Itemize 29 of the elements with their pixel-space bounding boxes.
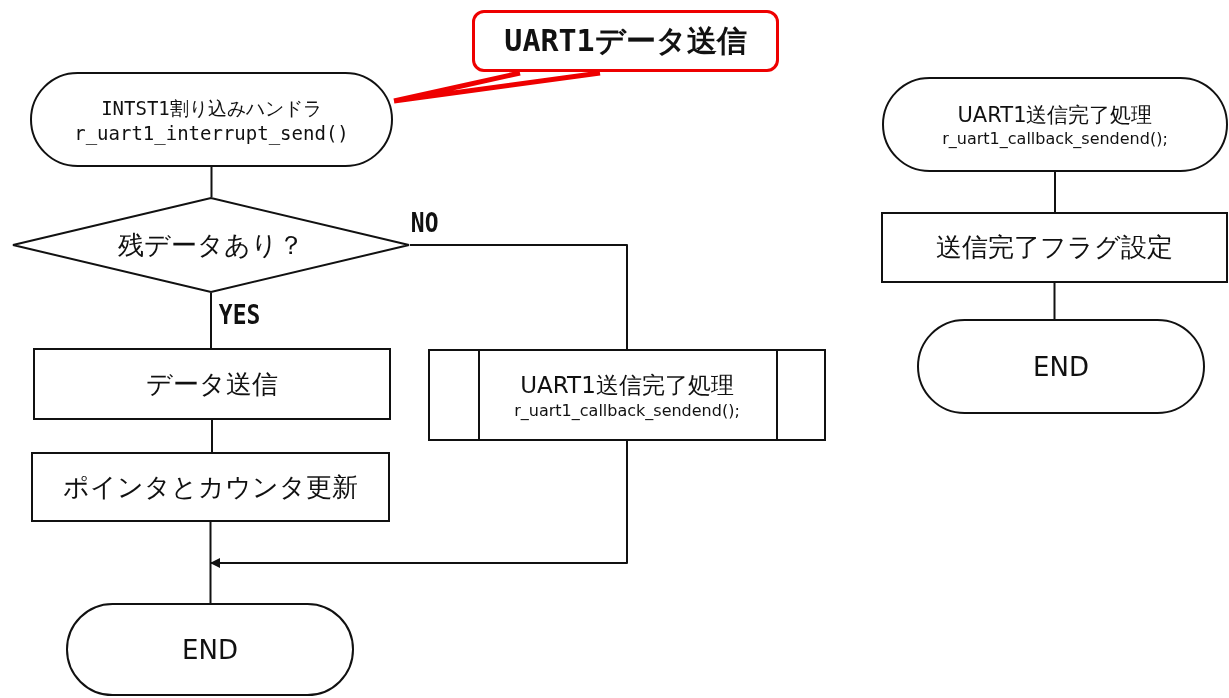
node-title: 送信完了フラグ設定 [936,231,1173,264]
connector-line [1054,171,1056,213]
connector-line [409,244,628,350]
connector-line [209,521,212,604]
node-title: UART1データ送信 [504,21,747,60]
process-box [881,212,1228,283]
node-title: END [182,634,238,665]
connector-line [210,166,213,198]
connector-line [1053,282,1056,320]
node-title: ポインタとカウンタ更新 [63,470,358,504]
subroutine-box [428,349,826,441]
function-name: r_uart1_callback_sendend(); [942,129,1168,148]
callout-box [472,10,779,72]
connector-line [210,292,212,349]
arrow [209,440,628,568]
process-box [33,348,391,420]
process-box [31,452,390,522]
terminal-box [882,77,1228,172]
node-title: UART1送信完了処理 [520,371,734,400]
node-title: 残データあり？ [118,228,304,262]
node-title: END [1033,351,1089,382]
node-title: UART1送信完了処理 [957,102,1153,129]
function-name: r_uart1_callback_sendend(); [514,401,740,420]
leader-line [391,70,603,104]
node-title: データ送信 [146,367,278,401]
node-title: INTST1割り込みハンドラ [101,95,322,121]
function-name: r_uart1_interrupt_send() [74,121,349,144]
connector-line [211,419,213,453]
decision-diamond [12,197,410,293]
